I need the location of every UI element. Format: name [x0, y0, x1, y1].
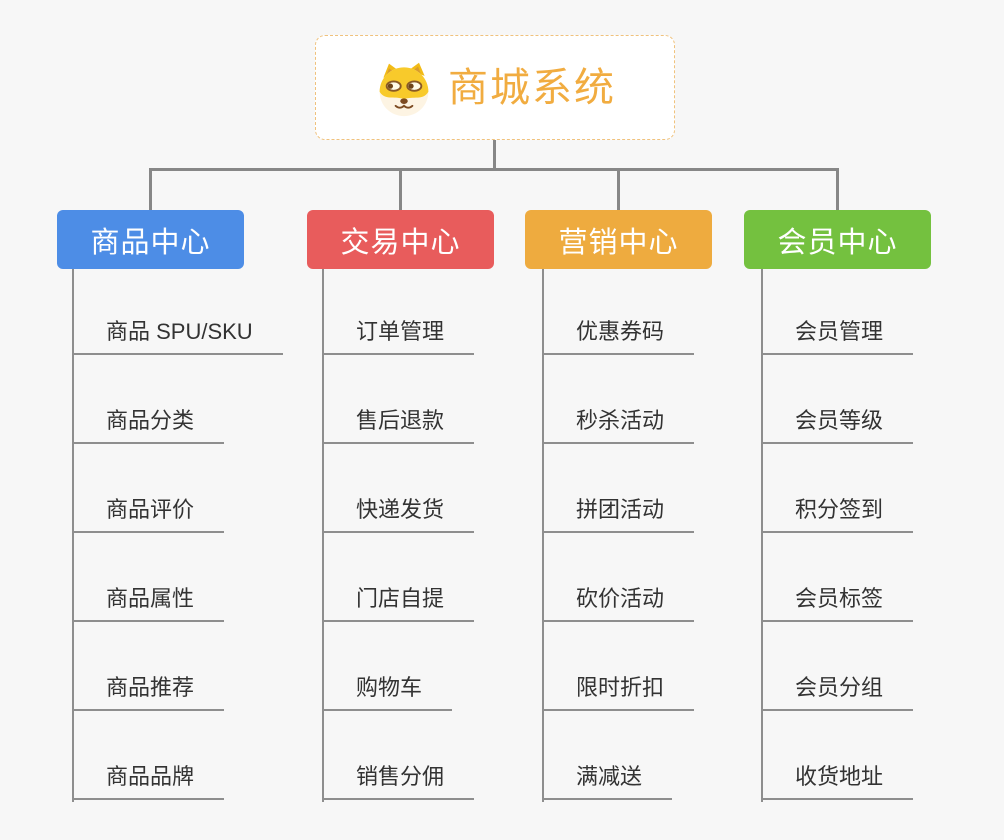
leaf-node[interactable]: 商品分类: [72, 406, 225, 444]
trunk-member-center: [761, 269, 763, 802]
leaf-node[interactable]: 商品评价: [72, 495, 225, 533]
leaf-node[interactable]: 砍价活动: [542, 584, 695, 622]
branch-node-member-center[interactable]: 会员中心: [744, 210, 931, 269]
trunk-trade-center: [322, 269, 324, 802]
leaf-node[interactable]: 积分签到: [761, 495, 914, 533]
leaf-node[interactable]: 快递发货: [322, 495, 475, 533]
leaf-node[interactable]: 会员管理: [761, 317, 914, 355]
leaf-node[interactable]: 会员分组: [761, 673, 914, 711]
leaf-node[interactable]: 优惠券码: [542, 317, 695, 355]
trunk-product-center: [72, 269, 74, 802]
doge-icon: [374, 59, 434, 117]
trunk-marketing-center: [542, 269, 544, 802]
leaf-node[interactable]: 售后退款: [322, 406, 475, 444]
leaf-node[interactable]: 购物车: [322, 673, 453, 711]
branch-node-marketing-center[interactable]: 营销中心: [525, 210, 712, 269]
leaf-node[interactable]: 收货地址: [761, 762, 914, 800]
connector-drop-product: [149, 168, 152, 210]
leaf-node[interactable]: 商品属性: [72, 584, 225, 622]
leaf-node[interactable]: 秒杀活动: [542, 406, 695, 444]
connector-bus: [149, 168, 839, 171]
branch-node-trade-center[interactable]: 交易中心: [307, 210, 494, 269]
connector-drop-trade: [399, 168, 402, 210]
connector-root-stem: [493, 140, 496, 170]
leaf-node[interactable]: 拼团活动: [542, 495, 695, 533]
leaf-node[interactable]: 门店自提: [322, 584, 475, 622]
connector-drop-member: [836, 168, 839, 210]
leaf-node[interactable]: 会员标签: [761, 584, 914, 622]
leaf-node[interactable]: 会员等级: [761, 406, 914, 444]
root-title: 商城系统: [448, 65, 616, 110]
leaf-node[interactable]: 销售分佣: [322, 762, 475, 800]
connector-drop-marketing: [617, 168, 620, 210]
root-node[interactable]: 商城系统: [315, 35, 675, 140]
leaf-node[interactable]: 满减送: [542, 762, 673, 800]
leaf-node[interactable]: 商品推荐: [72, 673, 225, 711]
branch-node-product-center[interactable]: 商品中心: [57, 210, 244, 269]
leaf-node[interactable]: 限时折扣: [542, 673, 695, 711]
leaf-node[interactable]: 订单管理: [322, 317, 475, 355]
leaf-node[interactable]: 商品 SPU/SKU: [72, 317, 283, 355]
leaf-node[interactable]: 商品品牌: [72, 762, 225, 800]
